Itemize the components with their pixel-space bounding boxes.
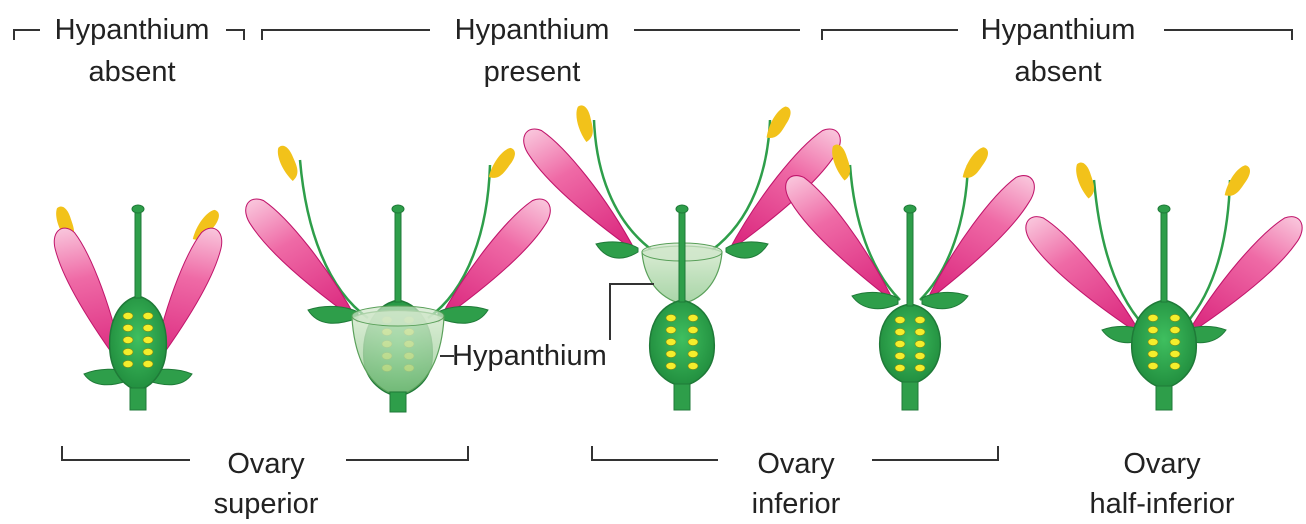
header-hypanthium-absent-right-line2: absent — [1008, 58, 1107, 87]
header-hypanthium-absent-left-line2: absent — [82, 58, 181, 87]
flower-half-inferior — [1020, 160, 1306, 410]
ovary-bracket-lines — [62, 446, 998, 460]
header-hypanthium-present-line1: Hypanthium — [449, 16, 616, 45]
header-hypanthium-present-line2: present — [478, 58, 587, 87]
ovary-half-inferior-line1: Ovary — [1117, 450, 1206, 479]
ovary-superior-line2: superior — [208, 490, 325, 519]
ovary-superior-line1: Ovary — [221, 450, 310, 479]
hypanthium-callout-label: Hypanthium — [452, 342, 607, 371]
flower-inferior-no-hypanthium — [780, 142, 1039, 410]
ovary-inferior-line1: Ovary — [751, 450, 840, 479]
flower-superior-hypogynous — [51, 204, 224, 410]
header-hypanthium-absent-left-line1: Hypanthium — [49, 16, 216, 45]
ovary-inferior-line2: inferior — [746, 490, 847, 519]
ovary-half-inferior-line2: half-inferior — [1083, 490, 1240, 519]
header-hypanthium-absent-right-line1: Hypanthium — [975, 16, 1142, 45]
